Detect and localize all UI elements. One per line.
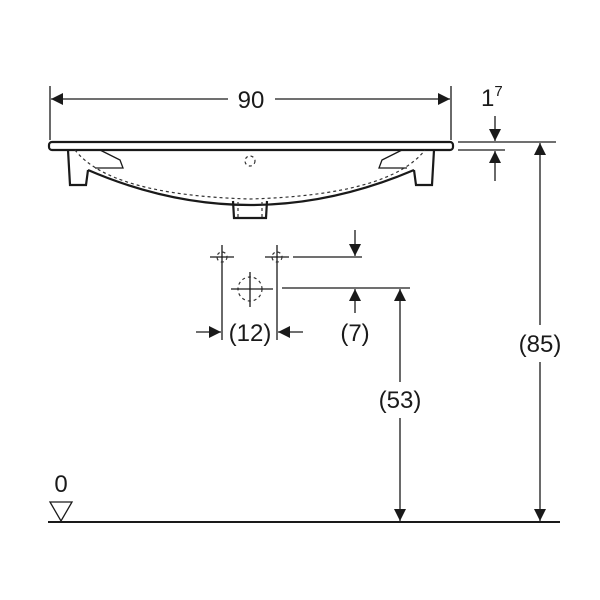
total-height-label: (85) [519, 331, 562, 358]
tap-offset-dimension: (12) [196, 320, 303, 347]
rim-thickness-dimension: 17 [458, 83, 556, 181]
waste-height-dimension: (53) [379, 289, 422, 521]
rim-thickness-label: 17 [481, 83, 503, 112]
floor-reference: 0 [48, 471, 560, 523]
tap-drop-dimension: (7) [282, 230, 410, 347]
overflow-icon [244, 155, 256, 167]
tap-drop-label: (7) [340, 320, 369, 347]
width-label: 90 [238, 87, 265, 114]
floor-label: 0 [54, 471, 67, 498]
tap-holes [210, 245, 289, 340]
waste-height-label: (53) [379, 387, 422, 414]
width-dimension: 90 [49, 86, 452, 140]
total-height-dimension: (85) [519, 143, 562, 521]
washbasin-side-view [47, 140, 455, 220]
tap-offset-label: (12) [229, 320, 272, 347]
level-marker-icon [48, 501, 74, 523]
